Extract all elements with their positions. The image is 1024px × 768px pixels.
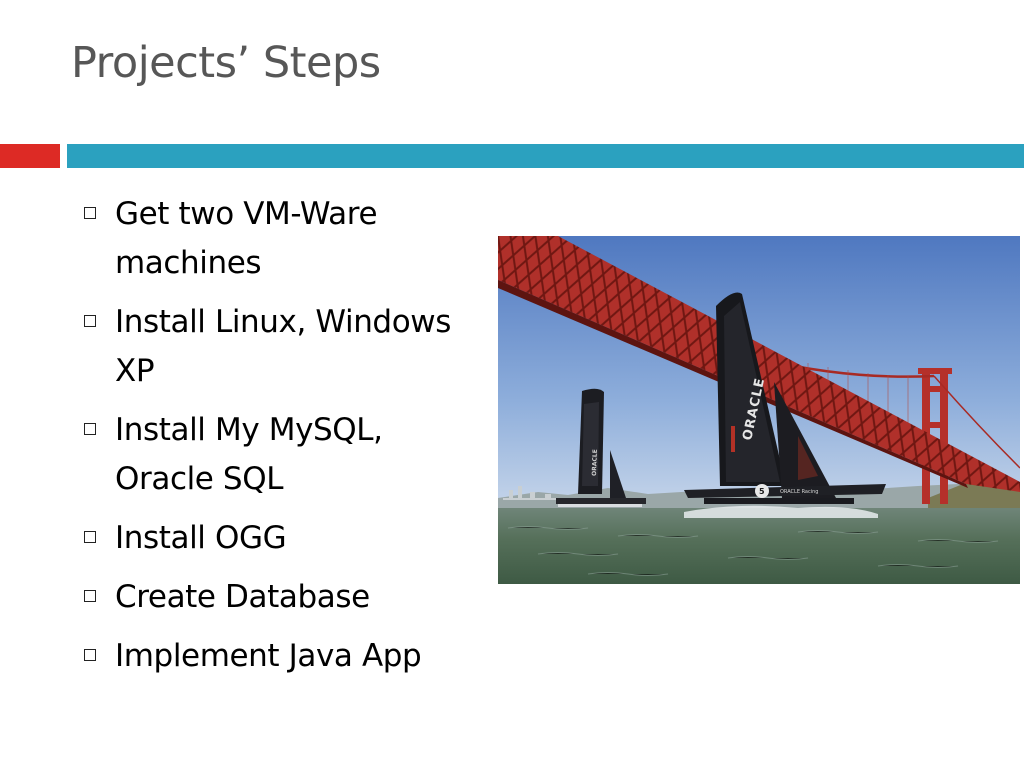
bridge-deck — [498, 236, 1020, 492]
hollow-square-bullet-icon — [84, 207, 96, 219]
hollow-square-bullet-icon — [84, 649, 96, 661]
sailboats-under-bridge-photo: ORACLE ORACLE 5 ORACLE Racing — [498, 236, 1020, 584]
bullet-item: Install OGG — [84, 514, 484, 563]
bullet-text: Install OGG — [115, 520, 287, 556]
bullet-item: Install My MySQL, Oracle SQL — [84, 406, 484, 504]
bullet-item: Implement Java App — [84, 632, 484, 681]
catamaran-near — [684, 292, 886, 518]
bullet-item: Create Database — [84, 573, 484, 622]
bullet-item: Get two VM-Ware machines — [84, 190, 484, 288]
catamaran-far — [556, 388, 646, 507]
bullet-text: Get two VM-Ware machines — [115, 196, 378, 281]
hull-number: 5 — [759, 487, 765, 496]
water — [498, 508, 1020, 584]
bullet-text: Create Database — [115, 579, 370, 615]
far-sail-logo-text: ORACLE — [591, 449, 599, 476]
accent-bar-red — [0, 144, 60, 168]
water-ripples — [507, 526, 999, 576]
accent-bar-blue — [67, 144, 1024, 168]
bullet-item: Install Linux, Windows XP — [84, 298, 484, 396]
bullet-text: Implement Java App — [115, 638, 422, 674]
hull-sponsor-text: ORACLE Racing — [780, 489, 818, 495]
hollow-square-bullet-icon — [84, 315, 96, 327]
slide-title: Projects’ Steps — [71, 38, 381, 88]
bullet-list: Get two VM-Ware machines Install Linux, … — [84, 190, 484, 691]
hollow-square-bullet-icon — [84, 423, 96, 435]
far-cable — [933, 375, 1020, 469]
bullet-text: Install Linux, Windows XP — [115, 304, 451, 389]
distant-city — [503, 486, 571, 500]
hollow-square-bullet-icon — [84, 590, 96, 602]
hollow-square-bullet-icon — [84, 531, 96, 543]
bullet-text: Install My MySQL, Oracle SQL — [115, 412, 383, 497]
